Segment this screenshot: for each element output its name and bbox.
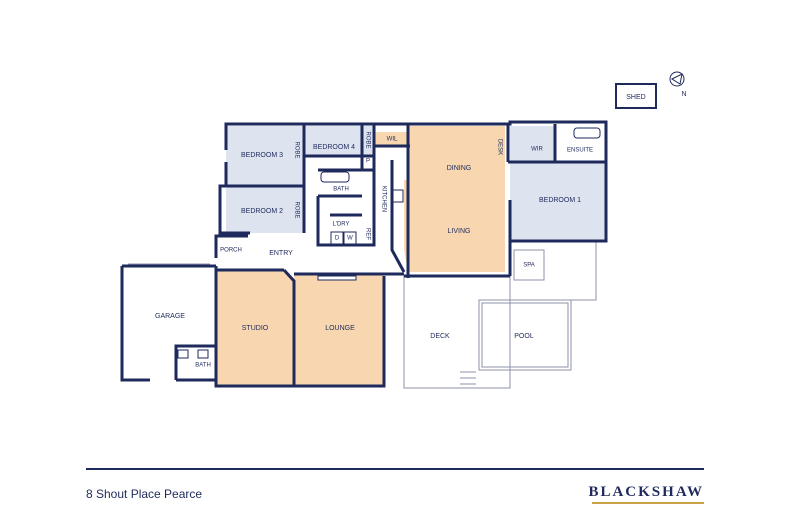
label-lounge: LOUNGE	[325, 325, 355, 332]
dining-living-area	[404, 126, 505, 272]
label-pool: POOL	[514, 333, 534, 340]
footer-divider	[86, 468, 704, 470]
property-address: 8 Shout Place Pearce	[86, 487, 203, 501]
washer-icon	[330, 231, 344, 245]
shed-outline	[615, 83, 657, 109]
porch-wall	[214, 234, 248, 258]
label-dining: DINING	[447, 165, 472, 172]
label-ldry: L'DRY	[332, 222, 349, 228]
label-bedroom3: BEDROOM 3	[241, 152, 283, 159]
label-garage: GARAGE	[155, 313, 185, 320]
label-shed: SHED	[626, 94, 645, 101]
label-robe3: ROBE	[293, 201, 299, 218]
lounge-east	[294, 276, 386, 388]
label-bedroom4: BEDROOM 4	[313, 144, 355, 151]
deck-outline	[403, 275, 511, 389]
garage-toilet-icon	[197, 349, 209, 359]
label-deck: DECK	[430, 333, 450, 340]
label-wil: WIL	[387, 137, 398, 143]
label-desk: DESK	[496, 139, 502, 155]
bedroom3-area	[226, 126, 304, 186]
bedroom2-area	[226, 187, 304, 233]
lounge-area	[294, 273, 384, 385]
garage-south	[176, 266, 218, 382]
room-labels: SHED N BEDROOM 3 ROBE BEDROOM 4 ROBE WIL…	[155, 91, 687, 369]
label-kitchen: KITCHEN	[380, 186, 386, 212]
wil-area	[374, 132, 410, 146]
brand-underline	[592, 502, 704, 504]
label-p: P	[366, 159, 370, 165]
label-robe1: ROBE	[293, 141, 299, 158]
sink-icon	[177, 349, 189, 359]
label-bedroom1: BEDROOM 1	[539, 197, 581, 204]
label-d: D	[335, 236, 340, 242]
ensuite-bath-icon	[573, 127, 601, 139]
stove-icon	[392, 189, 404, 203]
label-w: W	[347, 236, 353, 242]
label-studio: STUDIO	[242, 325, 269, 332]
studio-walls	[214, 268, 296, 388]
bathtub-icon	[320, 171, 350, 183]
bedroom1-area	[510, 163, 606, 241]
label-ref: REF	[364, 228, 370, 240]
pool-inner	[481, 302, 569, 368]
label-bath1: BATH	[333, 187, 349, 193]
label-robe2: ROBE	[364, 131, 370, 148]
label-bedroom2: BEDROOM 2	[241, 208, 283, 215]
dryer-icon	[343, 231, 357, 245]
label-wir: WIR	[531, 147, 543, 153]
west-bedroom-wall	[218, 162, 250, 235]
label-spa: SPA	[523, 263, 535, 269]
label-living: LIVING	[448, 228, 471, 235]
spa-outline	[513, 249, 545, 281]
garage-walls	[120, 266, 150, 382]
label-porch: PORCH	[220, 248, 242, 254]
north-arrow-icon	[669, 71, 685, 87]
wir-area	[510, 126, 555, 162]
brand-logo: BLACKSHAW	[588, 484, 704, 500]
outdoor-outlines	[128, 83, 657, 389]
garage-bath	[174, 344, 216, 380]
label-ensuite: ENSUITE	[567, 148, 593, 154]
label-bath2: BATH	[195, 363, 211, 369]
north-wall-east	[414, 120, 608, 243]
label-entry: ENTRY	[269, 250, 293, 257]
kitchen-east	[390, 160, 406, 273]
label-north: N	[681, 91, 686, 98]
north-wall-west	[224, 122, 414, 150]
fixtures	[177, 127, 601, 359]
studio-area	[216, 271, 294, 385]
island-bench	[317, 275, 357, 281]
walls	[120, 120, 608, 388]
